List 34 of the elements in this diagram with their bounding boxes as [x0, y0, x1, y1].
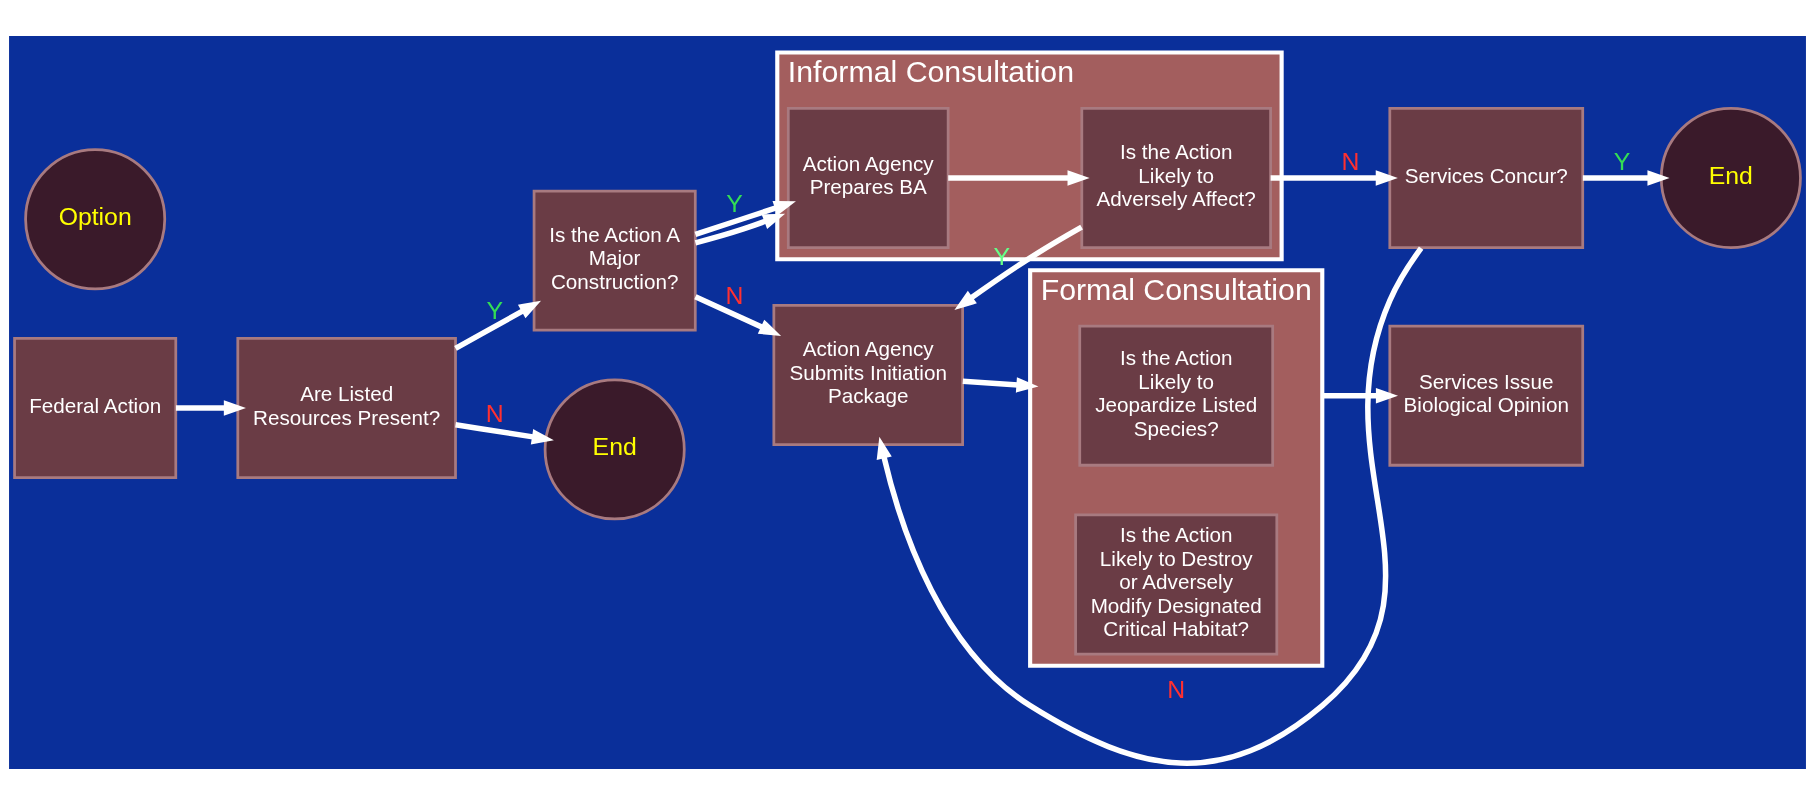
node-box: Action Agency Submits Initiation Package [772, 303, 964, 446]
edge-label: Y [486, 296, 504, 324]
node-box: Services Issue Biological Opinion [1388, 324, 1585, 467]
node-circle: End [543, 377, 686, 520]
arrow [694, 213, 786, 245]
arrow [1270, 169, 1398, 186]
arrow [175, 399, 246, 416]
node-box: Is the Action Likely to Destroy or Adversely Modify Designated Critical Habitat? [1074, 513, 1279, 655]
arrow [454, 300, 542, 351]
node-box: Services Concur? [1388, 106, 1585, 249]
arrow [948, 169, 1090, 186]
node-circle: End [1659, 106, 1802, 249]
arrow [1322, 387, 1399, 403]
arrow [962, 376, 1039, 393]
edge-label: Y [726, 189, 743, 217]
arrow [694, 293, 782, 336]
node-box: Is the Action Likely to Jeopardize Listed Species? [1078, 324, 1275, 467]
arrow [876, 245, 1424, 766]
node-circle: Option [24, 147, 167, 290]
edge-label: Y [1613, 147, 1631, 175]
edge-label: N [1167, 675, 1186, 703]
node-box: Action Agency Prepares BA [786, 106, 950, 249]
edge-label: Y [993, 242, 1011, 270]
node-box: Federal Action [13, 336, 178, 479]
edge-label: N [725, 281, 744, 309]
node-box: Are Listed Resources Present? [236, 336, 457, 479]
arrow [1582, 169, 1670, 186]
edge-label: N [485, 399, 504, 427]
node-box: Is the Action A Major Construction? [532, 189, 697, 332]
edge-label: N [1341, 147, 1360, 175]
arrow [954, 224, 1083, 310]
arrow [455, 421, 554, 444]
node-box: Is the Action Likely to Adversely Affect? [1080, 106, 1272, 249]
arrow [694, 200, 796, 237]
